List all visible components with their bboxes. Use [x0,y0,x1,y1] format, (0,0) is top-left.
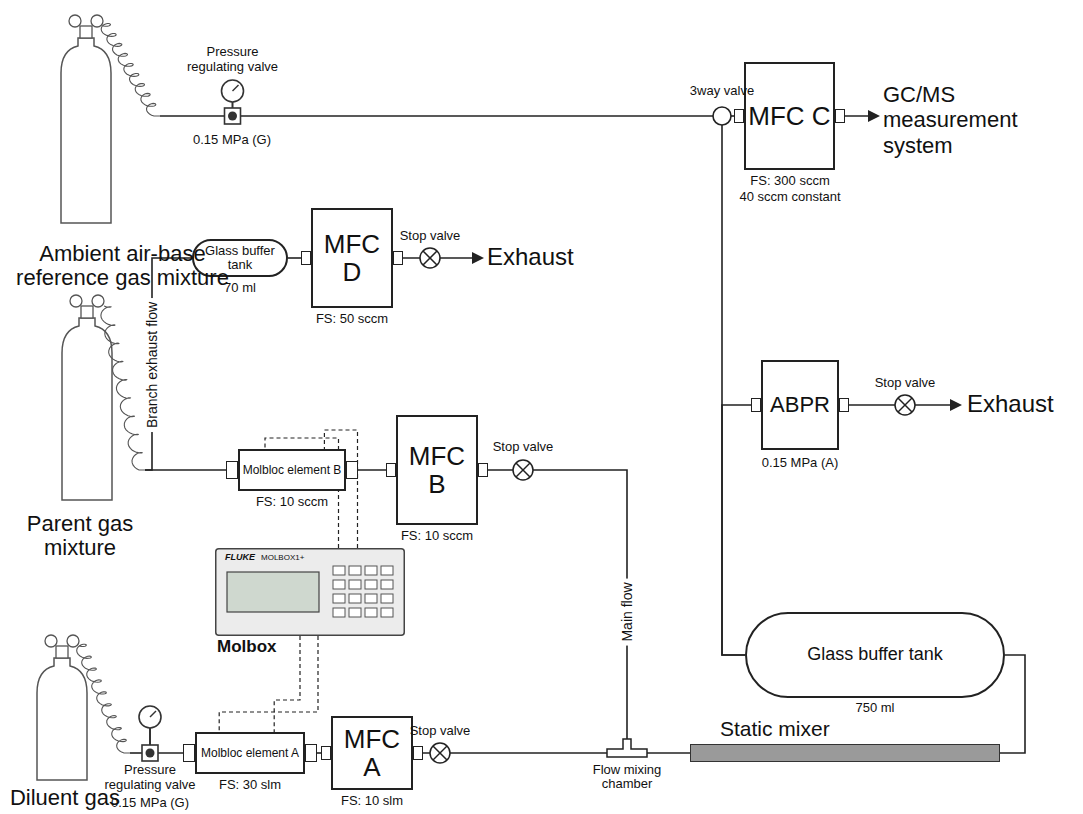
annotation-label: Exhaust [967,390,1077,418]
stop-valve-symbol [895,395,915,415]
annotation-label: Stop valve [385,229,475,244]
gas-pipe [722,405,761,655]
chamber-label: Flow mixing chamber [587,763,667,792]
port-fitting [226,461,238,479]
gas-pipe [478,470,627,739]
gas-pipe [647,752,690,754]
annotation-label: 0.15 MPa (A) [745,456,855,471]
valve-label: 3way valve [687,84,757,98]
model-text: MOLBOX1+ [261,554,304,562]
gas-pipe [1000,655,1025,753]
annotation-label: FS: 10 slm [327,794,417,809]
port-fitting [321,746,331,760]
annotation-label: 0.15 MPa (G) [177,133,287,148]
box-label: MFC A [335,725,409,781]
box-label: MFC B [400,442,474,498]
port-fitting [413,746,423,760]
box-label: MFC C [748,102,830,130]
stop-valve-symbol [513,460,533,480]
annotation-label: Exhaust [487,243,597,271]
box-label: MFC D [315,230,389,286]
static-mixer: Static mixer [690,716,1000,762]
flow-label: Main flow [619,578,636,645]
mass-flow-controller: MFC B [396,415,478,525]
box-label: ABPR [770,393,830,417]
mass-flow-controller: MFC C [744,62,835,170]
gas-pipe [130,752,142,754]
mixing-chamber: Flow mixing chamber [587,737,667,807]
port-fitting [835,109,845,123]
annotation-label: Stop valve [400,724,480,739]
molbloc-element: Molbloc element B [238,449,346,491]
annotation-label: 0.15 MPa (G) [100,796,200,811]
buffer-tank: Glass buffer tank [745,612,1005,698]
pressure-regulator: Pressure regulating valve [100,697,200,795]
flow-label: Branch exhaust flow [144,298,161,432]
box-label: Molbloc element B [243,464,342,477]
molbloc-element: Molbloc element A [195,732,305,774]
box-label: Molbloc element A [201,747,299,760]
regulator-label: Pressure regulating valve [100,763,200,793]
annotation-label: FS: 10 sccm [237,495,347,510]
cylinder-label: Parent gas mixture [15,512,145,560]
stop-valve-symbol [430,743,450,763]
annotation-label: Stop valve [860,376,950,391]
port-fitting [393,251,403,265]
annotation-label: GC/MS measurement system [883,82,1081,158]
mixer-bar [690,744,1000,762]
port-fitting [734,109,744,123]
annotation-label: 70 ml [200,281,280,296]
annotation-label: FS: 50 sccm [297,312,407,327]
device-label: Molbox [217,638,277,657]
mixer-label: Static mixer [690,716,1000,741]
annotation-label: FS: 10 sccm [382,529,492,544]
port-fitting [305,744,317,762]
signal-cable [274,636,300,732]
annotation-label: 750 ml [835,701,915,716]
port-fitting [839,398,849,412]
port-fitting [301,251,311,265]
gas-cylinder: Parent gas mixture [15,290,145,560]
mass-flow-controller: MFC D [311,208,393,308]
port-fitting [346,461,358,479]
port-fitting [183,744,195,762]
brand-text: FLUKE [225,553,255,562]
mass-flow-controller: MFC A [331,716,413,790]
regulator-label: Pressure regulating valve [180,45,285,75]
gas-pipe [241,115,714,117]
annotation-label: FS: 30 slm [200,778,300,793]
back-pressure-regulator: ABPR [761,360,839,450]
cylinder-label: Ambient air-base reference gas mixture [0,242,245,290]
port-fitting [751,398,761,412]
port-fitting [478,463,488,477]
annotation-label: 40 sccm constant [725,190,855,205]
pressure-regulator: Pressure regulating valve [180,45,285,130]
three-way-valve: 3way valve [687,84,757,128]
gas-pipe [722,125,745,655]
box-label: Glass buffer tank [807,645,943,664]
stop-valve-symbol [420,248,440,268]
port-fitting [386,463,396,477]
molbox-unit: FLUKE MOLBOX1+ Molbox [215,548,405,658]
annotation-label: FS: 300 sccm [725,174,855,189]
gas-pipe [160,115,225,117]
annotation-label: Stop valve [478,440,568,455]
gas-pipe [145,469,238,471]
